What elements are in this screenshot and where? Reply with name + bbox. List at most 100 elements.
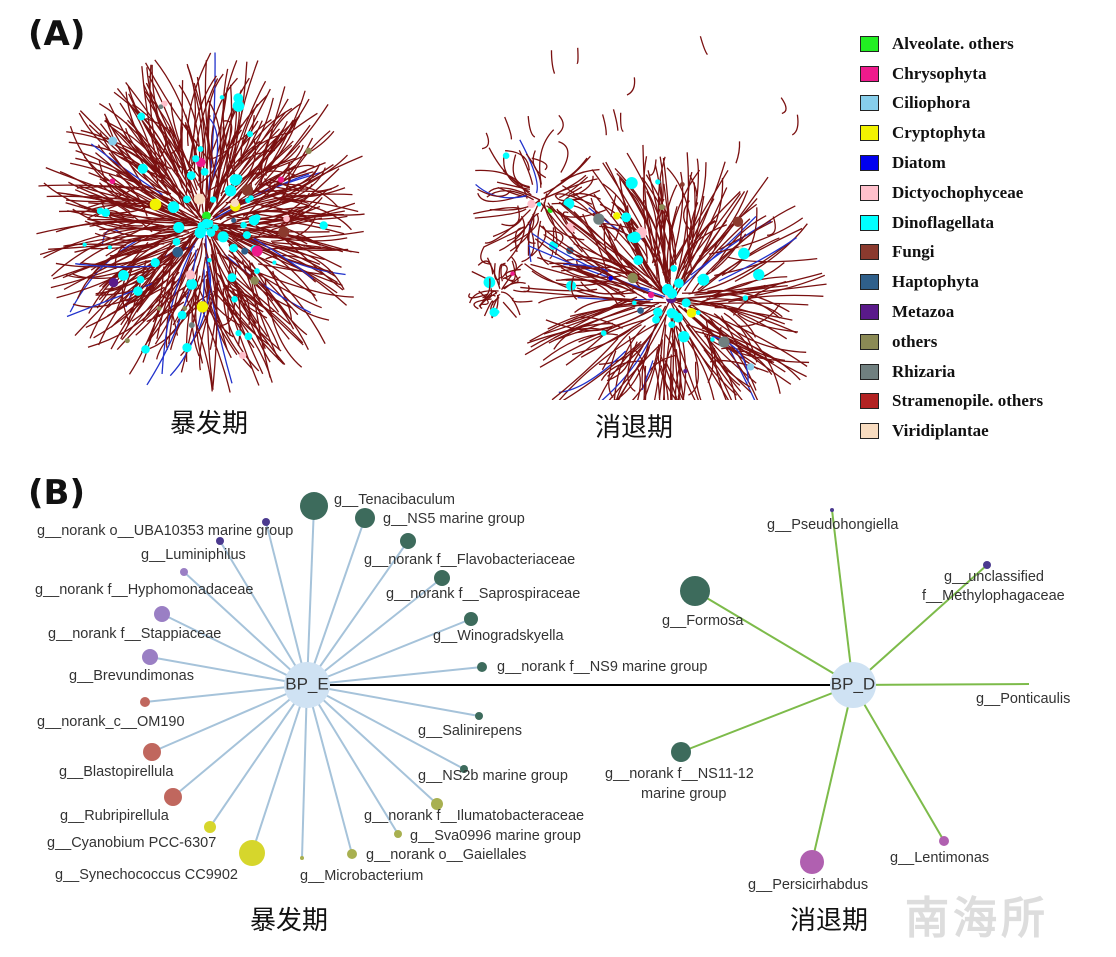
network-edge [193,78,219,180]
genus-node [154,606,170,622]
network-edge [89,194,153,233]
network-edge [128,251,175,375]
network-edge [732,280,787,316]
network-edge [529,300,651,342]
network-node [637,307,644,314]
network-node [679,182,685,187]
network-edge [669,354,672,400]
network-node [219,95,225,100]
network-edge [141,66,164,180]
network-edge [140,246,195,302]
genus-node [204,821,216,833]
network-node [172,246,184,258]
node-label: g__Winogradskyella [433,628,565,644]
network-node [248,215,260,226]
network-edge [257,86,286,176]
node-label: g__Pseudohongiella [767,517,899,533]
node-label: g__Lentimonas [890,850,989,866]
network-node [232,100,245,112]
network-edge [229,61,248,167]
network-edge [204,118,297,226]
network-edge [674,325,682,400]
edge [219,540,308,686]
network-node [627,233,637,243]
network-edge [512,154,530,188]
network-edge [164,132,203,220]
legend-item: Fungi [860,238,1043,268]
node-label: g__Microbacterium [300,868,423,884]
network-node [662,283,674,296]
network-edge [182,288,213,392]
network-edge [477,260,494,275]
network-edge [691,229,758,293]
network-edge [255,203,365,216]
network-edge [265,170,296,177]
network-edge [479,291,498,309]
network-edge [488,187,541,201]
network-edge [87,280,176,348]
network-edge [249,90,306,199]
network-node [625,176,638,189]
edge [161,613,308,686]
node-label: g__norank f__Ilumatobacteraceae [364,808,584,824]
network-edge [272,241,360,254]
network-node [186,171,196,180]
network-edge [537,256,628,287]
network-edge [713,313,751,357]
legend-label: Dictyochophyceae [892,182,1024,202]
network-node [710,337,715,342]
network-edge [206,226,268,337]
network-edge [511,297,533,303]
network-node [196,301,209,313]
genus-node [262,518,270,526]
network-edge [154,301,185,319]
network-edge [98,160,140,207]
edge [209,684,308,828]
network-edge [72,268,158,280]
network-node [489,307,499,317]
network-node [283,215,290,223]
network-node [254,268,260,274]
legend-swatch [860,155,879,172]
legend-item: Haptophyta [860,267,1043,297]
network-node [753,269,765,281]
legend-label: Metazoa [892,302,955,322]
network-edge [94,210,126,221]
network-edge [169,292,214,350]
network-edge [597,343,641,400]
network-edge [154,236,204,345]
network-edge [558,201,646,276]
genus-node [431,798,443,810]
network-edge [677,197,758,283]
network-edge [703,349,733,400]
network-edge [550,205,606,218]
network-edge [156,237,199,339]
network-edge [481,132,490,150]
network-edge [84,220,162,238]
network-edge [718,237,797,282]
network-edge [98,242,186,346]
network-edge [498,263,505,285]
network-edge [666,171,684,280]
network-edge [524,298,626,356]
network-node [695,310,701,316]
network-edge [276,207,342,228]
network-edge [233,279,304,346]
network-edge [279,198,352,231]
network-edge [69,237,142,313]
edge [852,564,988,686]
network-edge [668,169,701,248]
network-edge [686,220,716,263]
genus-node [434,570,450,586]
network-edge [218,274,282,352]
network-edge [95,152,201,221]
legend-label: Ciliophora [892,93,971,113]
network-edge [236,133,280,201]
network-edge [239,223,352,253]
network-node [183,195,191,204]
network-edge [699,274,826,305]
network-edge [116,88,205,225]
network-edge [231,162,291,203]
